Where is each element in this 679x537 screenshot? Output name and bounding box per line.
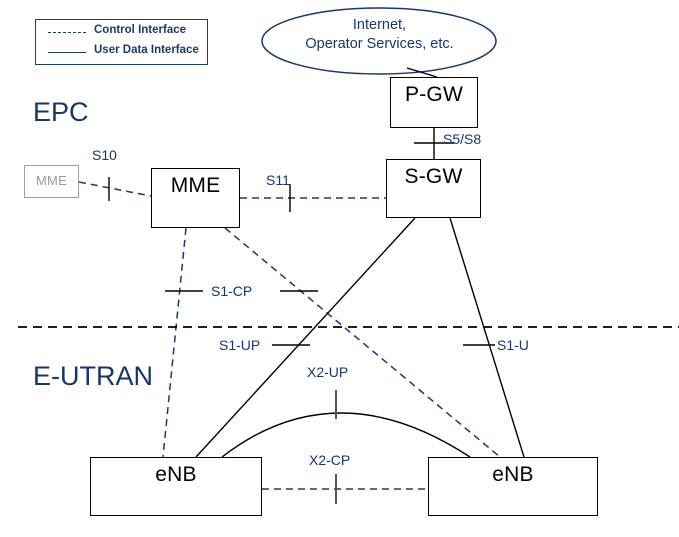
- internet-cloud-shape: [261, 7, 497, 75]
- interface-label-s1cp: S1-CP: [211, 283, 253, 299]
- interface-label-s10: S10: [92, 147, 117, 163]
- s1u-line: [449, 217, 525, 458]
- legend-label-user-data: User Data Interface: [94, 44, 199, 56]
- node-enb-right-label: eNB: [492, 463, 534, 486]
- node-sgw-label: S-GW: [404, 165, 463, 188]
- legend-item-user-data: User Data Interface: [36, 42, 207, 64]
- node-pgw-label: P-GW: [405, 83, 463, 106]
- s1cp-right-line: [224, 227, 501, 458]
- s1up-line: [195, 217, 416, 458]
- legend-label-control: Control Interface: [94, 24, 187, 36]
- legend-item-control: Control Interface: [36, 22, 207, 44]
- node-pgw[interactable]: P-GW: [390, 77, 478, 128]
- interface-label-s5s8: S5/S8: [443, 131, 482, 147]
- internet-cloud-label: Internet, Operator Services, etc.: [262, 16, 497, 54]
- cloud-line-1: Internet,: [352, 17, 407, 33]
- legend: Control Interface User Data Interface: [35, 19, 208, 65]
- interface-label-x2cp: X2-CP: [309, 452, 351, 468]
- cloud-line-2: Operator Services, etc.: [305, 36, 454, 52]
- node-mme-peer[interactable]: MME: [24, 165, 79, 198]
- node-mme[interactable]: MME: [151, 168, 240, 228]
- node-enb-right[interactable]: eNB: [428, 457, 598, 516]
- node-mme-label: MME: [170, 174, 221, 197]
- interface-label-s1u: S1-U: [497, 337, 529, 353]
- s1cp-left-line: [162, 227, 187, 458]
- interface-label-x2up: X2-UP: [307, 364, 349, 380]
- node-sgw[interactable]: S-GW: [386, 159, 481, 218]
- interface-label-s11: S11: [266, 172, 290, 188]
- zone-label-eutran: E-UTRAN: [33, 361, 153, 391]
- interface-label-s1up: S1-UP: [219, 337, 261, 353]
- zone-label-epc: EPC: [33, 97, 89, 127]
- control-interface-line-sample: [48, 32, 86, 33]
- node-mme-peer-label: MME: [36, 173, 67, 188]
- s10-line: [78, 181, 152, 197]
- user-data-interface-line-sample: [48, 52, 86, 53]
- node-enb-left[interactable]: eNB: [90, 457, 262, 516]
- node-enb-left-label: eNB: [155, 463, 197, 486]
- cloud-to-pgw-line: [406, 67, 438, 78]
- x2up-arc: [221, 412, 471, 458]
